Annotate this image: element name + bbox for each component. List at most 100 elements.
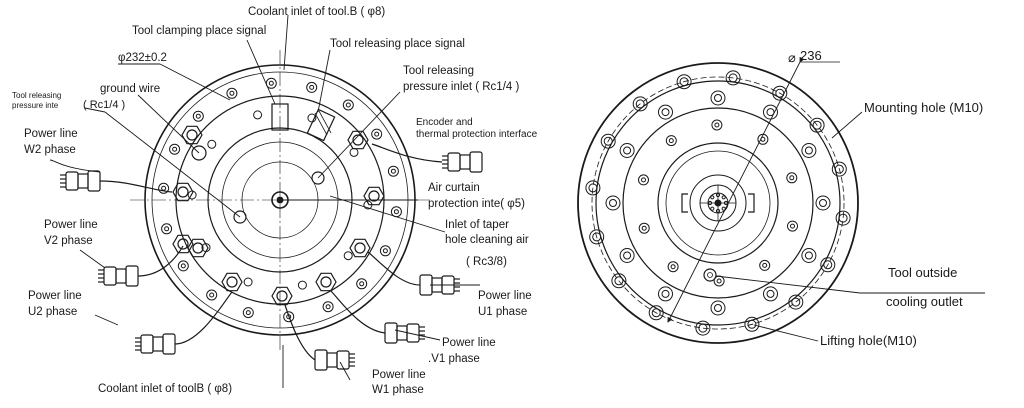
mounting-hole-right xyxy=(809,117,825,133)
left-leaders xyxy=(49,14,480,388)
label-v1-1: Power line xyxy=(442,337,496,349)
mounting-hole-right xyxy=(585,180,601,196)
label-lifting-hole: Lifting hole(M10) xyxy=(820,333,917,348)
mounting-hole-left xyxy=(161,223,173,235)
bolt-hole-right xyxy=(710,300,726,316)
mounting-hole-right xyxy=(632,96,648,112)
bolt-hole-right xyxy=(605,195,621,211)
fitting-hex xyxy=(181,125,203,145)
mounting-hole-left xyxy=(242,307,254,319)
inner-hole-left xyxy=(349,147,359,157)
label-coolant-bottom: Coolant inlet of toolB ( φ8) xyxy=(98,383,232,395)
label-tool-releasing-signal: Tool releasing place signal xyxy=(330,38,465,50)
label-air-curtain-1: Air curtain xyxy=(428,182,480,194)
label-coolant-top: Coolant inlet of tool.B ( φ8) xyxy=(248,6,385,18)
mounting-hole-right xyxy=(676,74,692,90)
inner-hole-left xyxy=(207,139,217,149)
left-labels: Coolant inlet of tool.B ( φ8) Tool clamp… xyxy=(12,6,538,396)
right-labels: ⌀ 236 Mounting hole (M10) Tool outside c… xyxy=(788,48,983,348)
mounting-hole-left xyxy=(390,206,402,218)
label-taper-1: Inlet of taper xyxy=(445,219,509,231)
label-tool-releasing-pressure-1: Tool releasing xyxy=(403,65,474,77)
cable xyxy=(329,289,386,334)
inner-hole-left xyxy=(243,277,253,287)
mounting-hole-left xyxy=(356,278,368,290)
cable xyxy=(174,291,233,345)
connector-v1 xyxy=(384,322,425,344)
inner-hole-left xyxy=(297,280,307,290)
connector-u2 xyxy=(135,333,176,355)
mounting-hole-left xyxy=(177,260,189,272)
diameter-symbol-right: ⌀ xyxy=(788,50,796,65)
bolt-hole-right xyxy=(619,248,635,263)
label-small-release-rc: ( Rc1/4 ) xyxy=(83,99,125,111)
label-diameter-left: φ232±0.2 xyxy=(118,52,167,64)
label-tool-outside-2: cooling outlet xyxy=(886,294,963,309)
connector-w1 xyxy=(314,349,355,371)
mounting-hole-right xyxy=(788,294,804,310)
inner-hole-right xyxy=(787,220,798,232)
power-line-connectors xyxy=(60,143,483,371)
label-diameter-right: 236 xyxy=(800,48,822,63)
label-w1-2: W1 phase xyxy=(372,384,424,396)
mounting-hole-left xyxy=(192,110,204,122)
mounting-hole-left xyxy=(379,245,391,257)
fitting-hex xyxy=(221,272,243,292)
inner-hole-right xyxy=(711,119,723,131)
right-leaders xyxy=(715,111,985,342)
label-v2-2: V2 phase xyxy=(44,235,93,247)
fitting-hex xyxy=(349,238,371,258)
mounting-hole-left xyxy=(169,143,181,155)
mounting-hole-right xyxy=(835,210,851,226)
connector-v2 xyxy=(98,265,139,287)
inner-hole-left xyxy=(253,110,263,120)
label-tool-clamping: Tool clamping place signal xyxy=(132,25,266,37)
bolt-hole-right xyxy=(763,104,778,120)
bolt-hole-right xyxy=(710,90,726,106)
mounting-hole-left xyxy=(342,99,354,111)
mounting-hole-right xyxy=(820,257,836,273)
label-v1-2: .V1 phase xyxy=(428,353,480,365)
bolt-hole-right xyxy=(801,248,817,263)
mounting-hole-right xyxy=(744,316,760,332)
mounting-hole-left xyxy=(206,289,218,301)
label-u1-1: Power line xyxy=(478,290,532,302)
mounting-hole-right xyxy=(695,320,711,336)
cable xyxy=(371,143,443,163)
label-small-release-2: pressure inte xyxy=(12,101,59,110)
bolt-hole-right xyxy=(658,104,673,120)
bolt-hole-right xyxy=(619,143,635,158)
label-encoder-2: thermal protection interface xyxy=(416,129,538,140)
bolt-hole-right xyxy=(801,143,817,158)
mounting-hole-left xyxy=(371,128,383,140)
tool-cooling-outlet xyxy=(703,268,717,282)
label-taper-2: hole cleaning air xyxy=(445,234,529,246)
cable xyxy=(99,180,173,193)
inner-hole-right xyxy=(665,135,677,147)
inner-port-2 xyxy=(311,171,325,185)
label-u2-1: Power line xyxy=(28,290,82,302)
inner-hole-right xyxy=(638,222,650,234)
mounting-hole-right xyxy=(831,161,847,177)
fitting-hex xyxy=(187,238,209,258)
label-taper-3: ( Rc3/8) xyxy=(466,256,507,268)
mounting-hole-left xyxy=(306,81,318,93)
inner-hole-left xyxy=(343,251,353,261)
label-u2-2: U2 phase xyxy=(28,306,77,318)
label-w2-1: Power line xyxy=(24,128,78,140)
sensor-block-1 xyxy=(271,103,289,131)
label-ground-wire: ground wire xyxy=(100,83,160,95)
label-air-curtain-2: protection inte( φ5) xyxy=(428,198,525,210)
diameter-236-line xyxy=(667,56,805,323)
cable xyxy=(137,245,184,277)
fitting-hex xyxy=(315,272,337,292)
inner-port-1 xyxy=(233,210,247,224)
mounting-hole-left xyxy=(322,301,334,313)
cable xyxy=(284,304,316,361)
mounting-hole-right xyxy=(772,85,788,101)
mounting-hole-right xyxy=(589,229,605,245)
bolt-hole-right xyxy=(658,286,673,302)
connector-encoder xyxy=(442,151,483,173)
inner-hole-right xyxy=(667,261,679,273)
